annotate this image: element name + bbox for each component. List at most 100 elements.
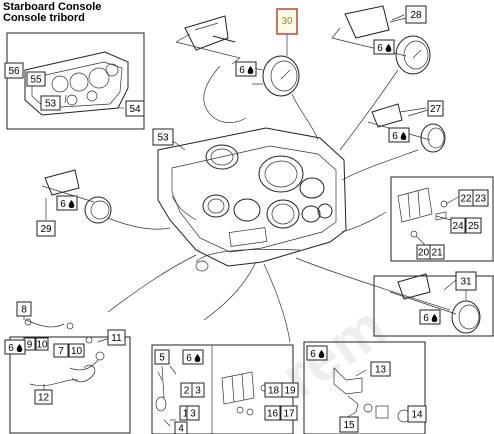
callout-text: 7 [58,346,64,357]
drop-icon [385,44,392,52]
quantity-marker: 6 [4,339,26,355]
callout-10: 10 [35,337,49,351]
quantity-text: 6 [186,353,192,364]
quantity-text: 6 [377,43,383,54]
callout-text: 31 [460,277,472,288]
starboard-console-main [157,127,347,272]
callout-16: 16 [264,405,281,421]
callout-text: 13 [375,365,387,376]
callout-19: 19 [281,382,299,398]
callout-text: 16 [267,409,279,420]
callout-3: 3 [191,382,205,398]
callout-text: 53 [45,99,57,110]
callout-21: 21 [429,244,445,260]
callout-text: 10 [71,346,83,357]
callout-5: 5 [154,349,170,365]
callout-text: 27 [430,104,442,115]
callout-text: 3 [190,409,196,420]
callout-55: 55 [26,71,46,87]
callout-text: 11 [111,333,122,344]
callout-54: 54 [125,100,145,117]
callout-text: 3 [195,386,201,397]
callout-31: 31 [455,271,477,291]
quantity-marker: 6 [419,309,441,325]
callout-text: 24 [452,221,464,232]
callout-27: 27 [427,100,444,117]
callout-text: 18 [268,386,280,397]
callout-text: 21 [431,248,443,259]
gauge-29-assembly [41,169,112,224]
callout-text: 23 [475,194,487,205]
callout-text: 19 [284,386,296,397]
callout-56: 56 [4,62,24,79]
callout-text: 8 [21,305,27,316]
callout-3: 3 [186,405,200,421]
callout-13: 13 [370,361,391,377]
quantity-marker: 6 [388,127,410,143]
callout-text: 15 [343,420,355,431]
callout-8: 8 [16,301,32,317]
callout-text: 1 [183,409,189,420]
callout-25: 25 [465,217,482,234]
callout-10: 10 [68,343,85,358]
callout-12: 12 [34,389,53,405]
callout-text: 10 [36,340,48,351]
callout-22: 22 [458,189,474,207]
callout-14: 14 [407,405,427,423]
drop-icon [247,66,254,74]
callout-text: 4 [178,424,184,434]
quantity-marker: 6 [182,349,204,365]
wiring-harness [107,65,451,343]
quantity-text: 6 [8,343,14,354]
callout-2: 2 [180,382,193,398]
callout-text: 2 [184,386,190,397]
callout-24: 24 [450,217,466,234]
title-fr: Console tribord [3,12,85,24]
callout-text: 28 [410,10,422,21]
quantity-text: 6 [423,313,429,324]
callout-17: 17 [280,405,298,421]
callout-23: 23 [472,189,489,207]
leader-lines [23,17,467,427]
callout-29: 29 [36,220,56,237]
drop-icon [68,200,75,208]
callout-30-text: 30 [281,16,293,27]
callout-20: 20 [416,244,431,260]
callout-text: 22 [460,194,472,205]
callout-18: 18 [264,382,283,398]
callout-text: 20 [418,248,430,259]
callout-53: 53 [152,128,174,146]
callout-text: 17 [283,409,295,420]
callout-text: 25 [468,221,480,232]
quantity-text: 6 [392,131,398,142]
gauge-30-assembly [175,15,300,97]
callout-text: 54 [129,104,141,115]
callout-7: 7 [53,343,69,358]
callout-9: 9 [23,337,36,351]
quantity-text: 6 [239,65,245,76]
inset-console-panel [6,32,145,130]
quantity-marker: 6 [235,61,257,77]
quantity-marker: 6 [306,345,328,361]
drop-icon [400,132,407,140]
gauge-31-assembly [373,273,494,337]
callout-15: 15 [339,416,359,433]
callout-text: 9 [27,340,33,351]
drop-icon [431,314,438,322]
callout-text: 5 [159,353,165,364]
callout-53: 53 [40,95,61,111]
quantity-text: 6 [60,199,66,210]
callout-30: 30 [276,8,298,35]
quantity-text: 6 [310,349,316,360]
quantity-marker: 6 [56,195,78,211]
callout-11: 11 [107,329,126,346]
callout-28: 28 [405,5,427,24]
quantity-marker: 6 [373,39,395,55]
title-en: Starboard Console [3,1,102,13]
switch-panel-box [390,176,494,262]
quantity-markers: 6 6 6 6 6 6 6 6 [4,39,441,365]
callout-text: 55 [30,75,42,86]
